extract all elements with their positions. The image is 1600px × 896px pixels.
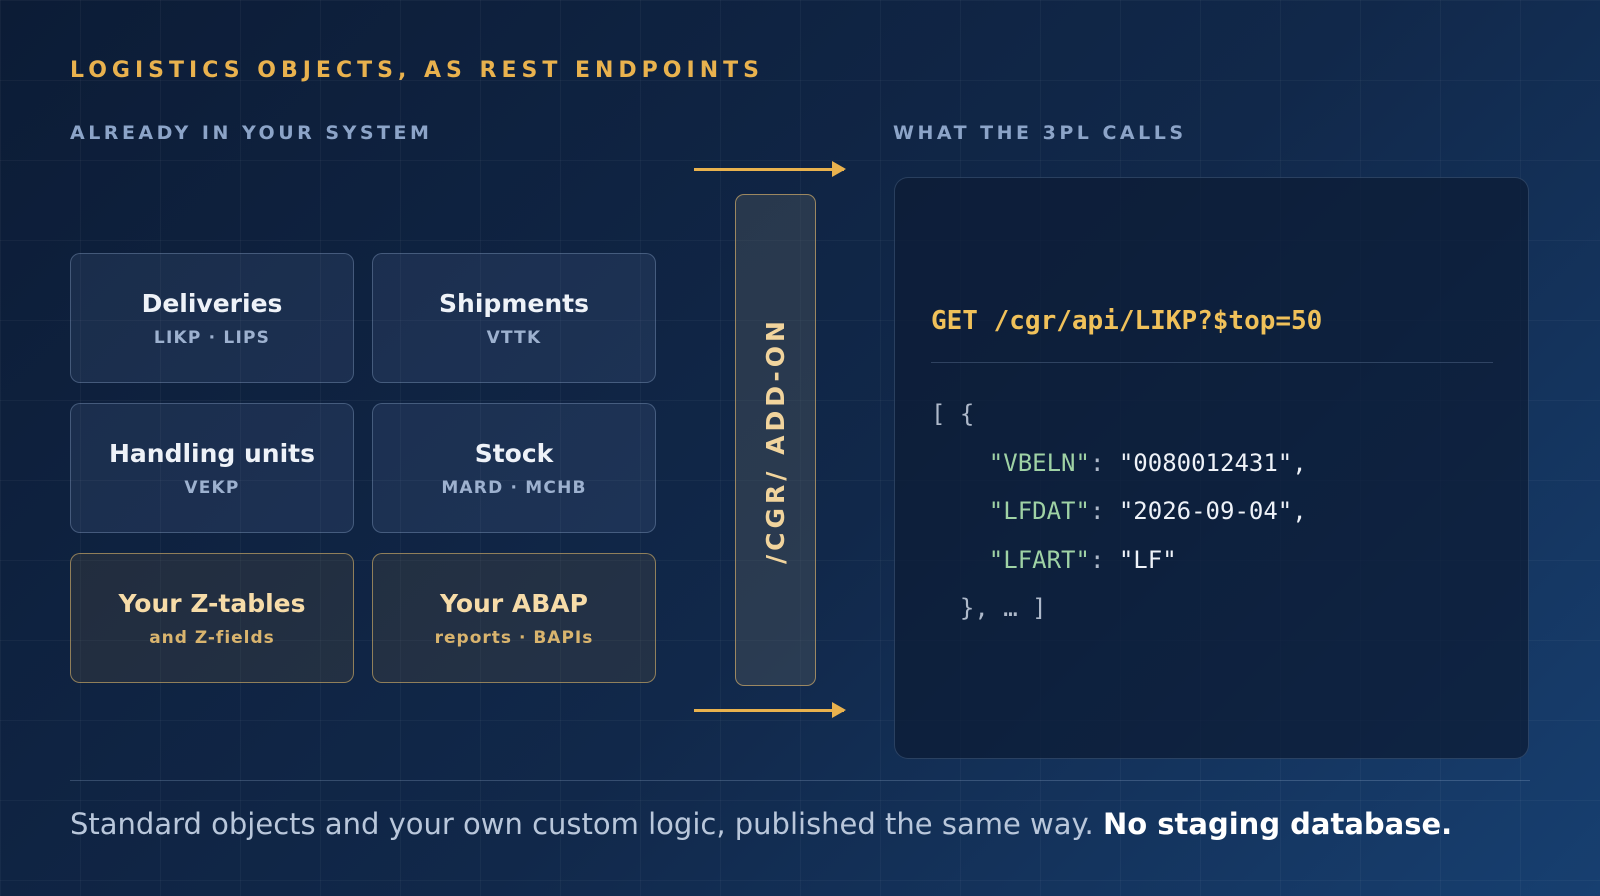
json-close: }, … ] [959, 594, 1047, 622]
addon-bar: /CGR/ ADD-ON [735, 194, 816, 686]
json-key: "LFDAT" [988, 497, 1090, 525]
tile-shipments: Shipments VTTK [372, 253, 656, 383]
tile-title: Stock [474, 438, 554, 468]
json-field: "LFDAT": "2026-09-04", [988, 497, 1307, 525]
arrow-top-icon [694, 161, 846, 177]
api-code-panel: GET /cgr/api/LIKP?$top=50 [ { "VBELN": "… [894, 177, 1529, 759]
tile-z-tables: Your Z-tables and Z-fields [70, 553, 354, 683]
api-request-line: GET /cgr/api/LIKP?$top=50 [931, 306, 1323, 336]
addon-label: /CGR/ ADD-ON [761, 316, 791, 564]
tile-subtitle: LIKP · LIPS [153, 327, 271, 348]
json-response: [ { "VBELN": "0080012431", "LFDAT": "202… [931, 394, 1307, 637]
arrow-bottom-icon [694, 702, 846, 718]
tile-title: Your ABAP [440, 588, 588, 618]
right-column-label: WHAT THE 3PL CALLS [893, 122, 1187, 144]
tile-title: Deliveries [141, 288, 283, 318]
tile-stock: Stock MARD · MCHB [372, 403, 656, 533]
tile-handling-units: Handling units VEKP [70, 403, 354, 533]
tile-abap: Your ABAP reports · BAPIs [372, 553, 656, 683]
tile-subtitle: reports · BAPIs [434, 627, 594, 648]
tile-subtitle: VEKP [184, 477, 240, 498]
object-grid: Deliveries LIKP · LIPS Shipments VTTK Ha… [70, 253, 656, 683]
code-divider [931, 362, 1493, 363]
tile-deliveries: Deliveries LIKP · LIPS [70, 253, 354, 383]
json-open: [ { [931, 400, 975, 428]
json-value: "LF" [1118, 545, 1177, 574]
footer-divider [70, 780, 1530, 781]
json-value: "0080012431", [1118, 448, 1307, 477]
tile-subtitle: and Z-fields [149, 627, 275, 648]
json-key: "LFART" [988, 545, 1090, 574]
tile-subtitle: MARD · MCHB [441, 477, 587, 498]
tagline-emphasis: No staging database. [1102, 807, 1453, 841]
json-key: "VBELN" [988, 448, 1090, 477]
tagline-text: Standard objects and your own custom log… [70, 807, 1103, 841]
tagline: Standard objects and your own custom log… [70, 807, 1452, 841]
json-field: "VBELN": "0080012431", [988, 448, 1307, 477]
tile-title: Your Z-tables [118, 588, 306, 618]
tile-title: Shipments [439, 288, 589, 318]
json-field: "LFART": "LF" [988, 545, 1177, 574]
left-column-label: ALREADY IN YOUR SYSTEM [70, 122, 433, 144]
json-value: "2026-09-04", [1118, 497, 1307, 525]
tile-subtitle: VTTK [486, 327, 542, 348]
tile-title: Handling units [108, 438, 316, 468]
eyebrow-title: LOGISTICS OBJECTS, AS REST ENDPOINTS [70, 58, 764, 83]
